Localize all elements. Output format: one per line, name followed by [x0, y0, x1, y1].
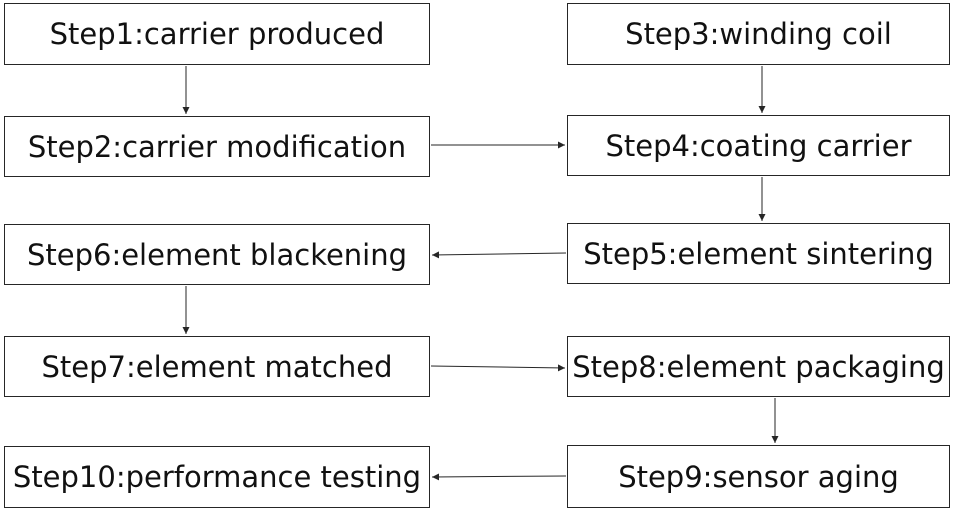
step2-label: Step2:carrier modification	[27, 129, 407, 164]
step3-box: Step3:winding coil	[567, 3, 950, 65]
step1-label: Step1:carrier produced	[49, 17, 385, 51]
arrow-step9-to-step10	[431, 473, 567, 481]
step3-label: Step3:winding coil	[625, 17, 892, 51]
step4-label: Step4:coating carrier	[605, 128, 912, 163]
step10-box: Step10:performance testing	[4, 446, 430, 508]
step8-label: Step8:element packaging	[572, 349, 945, 384]
step5-box: Step5:element sintering	[567, 223, 950, 284]
step8-box: Step8:element packaging	[567, 336, 950, 397]
step4-box: Step4:coating carrier	[567, 115, 950, 176]
step7-label: Step7:element matched	[41, 349, 393, 384]
step2-box: Step2:carrier modification	[4, 116, 430, 177]
step6-label: Step6:element blackening	[26, 237, 408, 272]
step5-label: Step5:element sintering	[583, 236, 934, 271]
step7-box: Step7:element matched	[4, 336, 430, 397]
step10-label: Step10:performance testing	[12, 460, 422, 494]
arrow-step5-to-step6	[431, 251, 567, 259]
arrow-step7-to-step8	[430, 364, 566, 372]
step9-box: Step9:sensor aging	[567, 445, 950, 508]
step6-box: Step6:element blackening	[4, 224, 430, 285]
step9-label: Step9:sensor aging	[618, 459, 899, 494]
step1-box: Step1:carrier produced	[4, 3, 430, 65]
